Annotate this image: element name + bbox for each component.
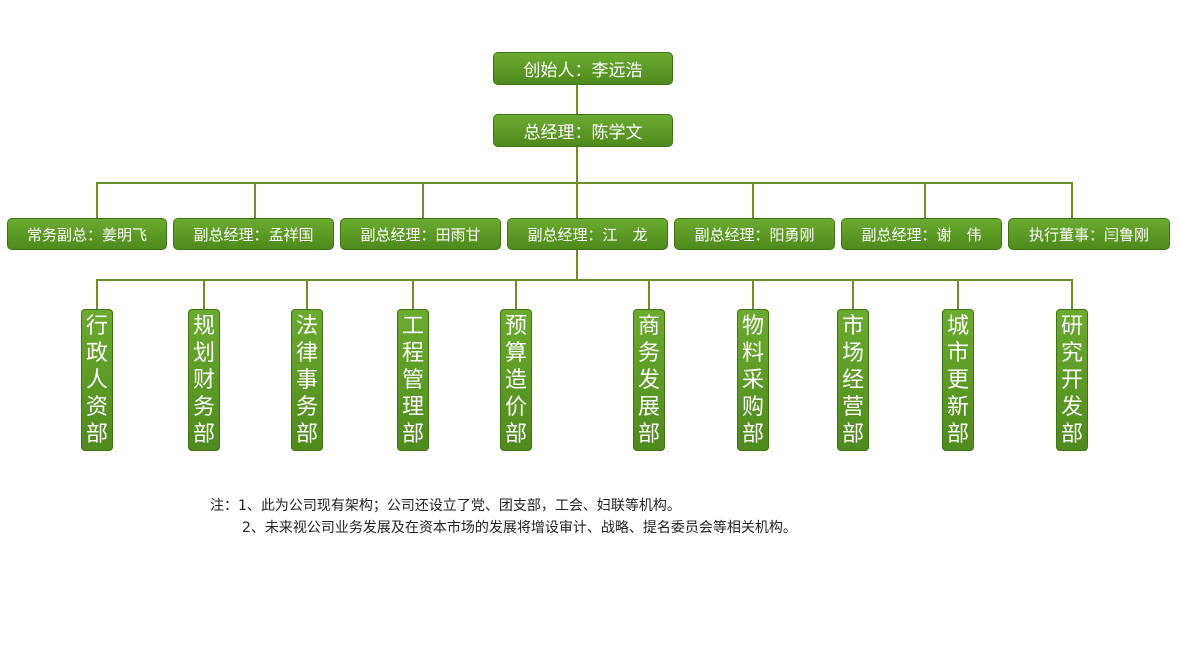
department-box: 规划财务部	[188, 309, 220, 451]
connector-dept-drop	[752, 279, 754, 309]
connector-manager-drop	[254, 182, 256, 218]
manager-box: 副总经理：孟祥国	[173, 218, 334, 250]
connector-founder-gm	[576, 84, 578, 114]
department-box: 物料采购部	[737, 309, 769, 451]
connector-manager-drop	[422, 182, 424, 218]
manager-box: 常务副总：姜明飞	[7, 218, 167, 250]
connector-depts-vertical	[576, 250, 578, 280]
general-manager-box: 总经理：陈学文	[493, 114, 673, 147]
footnotes: 注：1、此为公司现有架构；公司还设立了党、团支部，工会、妇联等机构。 2、未来视…	[210, 495, 797, 539]
connector-gm-managers	[576, 146, 578, 183]
department-box: 行政人资部	[81, 309, 113, 451]
connector-dept-drop	[957, 279, 959, 309]
department-box: 研究开发部	[1056, 309, 1088, 451]
connector-dept-drop	[515, 279, 517, 309]
manager-box: 副总经理：阳勇刚	[674, 218, 835, 250]
connector-dept-drop	[648, 279, 650, 309]
connector-dept-drop	[1071, 279, 1073, 309]
manager-box: 副总经理：田雨甘	[340, 218, 501, 250]
department-box: 预算造价部	[500, 309, 532, 451]
connector-manager-drop	[576, 182, 578, 218]
connector-dept-drop	[412, 279, 414, 309]
note-line-2: 2、未来视公司业务发展及在资本市场的发展将增设审计、战略、提名委员会等相关机构。	[242, 520, 797, 536]
department-box: 法律事务部	[291, 309, 323, 451]
department-box: 工程管理部	[397, 309, 429, 451]
connector-dept-drop	[96, 279, 98, 309]
department-box: 商务发展部	[633, 309, 665, 451]
manager-box: 副总经理：谢 伟	[841, 218, 1002, 250]
department-box: 市场经营部	[837, 309, 869, 451]
note-line-1: 注：1、此为公司现有架构；公司还设立了党、团支部，工会、妇联等机构。	[210, 498, 681, 514]
manager-box: 执行董事：闫鲁刚	[1008, 218, 1170, 250]
founder-box: 创始人：李远浩	[493, 52, 673, 85]
connector-manager-drop	[924, 182, 926, 218]
connector-dept-drop	[306, 279, 308, 309]
department-box: 城市更新部	[942, 309, 974, 451]
manager-box: 副总经理：江 龙	[507, 218, 668, 250]
connector-managers-horizontal	[96, 182, 1073, 184]
connector-dept-drop	[203, 279, 205, 309]
connector-manager-drop	[96, 182, 98, 218]
connector-manager-drop	[1071, 182, 1073, 218]
connector-manager-drop	[752, 182, 754, 218]
connector-dept-drop	[852, 279, 854, 309]
connector-depts-horizontal	[96, 279, 1073, 281]
